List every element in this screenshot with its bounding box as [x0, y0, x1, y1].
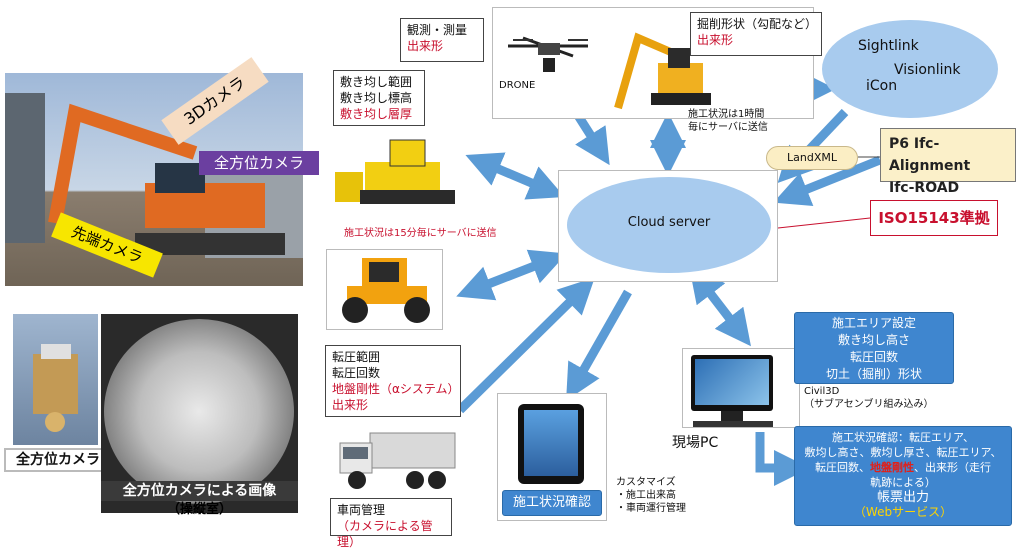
excavator-icon — [614, 32, 711, 110]
excavation-line2: 出来形 — [697, 33, 734, 47]
tablet-label: 施工状況確認 — [502, 490, 602, 516]
arrow-roller-cloud — [456, 249, 567, 301]
cloud-server — [567, 177, 771, 273]
excavator-illustration — [5, 93, 303, 258]
vehicle-box: 車両管理 （カメラによる管理） — [330, 498, 452, 549]
p6-line2: Ifc-ROAD — [889, 180, 960, 196]
pc-output-line3b: 地盤剛性 — [870, 461, 914, 474]
omni-image-caption-2: （操縦室） — [166, 502, 232, 517]
pc-settings-line1: 施工エリア設定 — [831, 316, 916, 330]
pc-output-line3: 転圧回数、地盤剛性、出来形（走行 — [799, 460, 1007, 475]
tablet-icon — [518, 404, 584, 484]
drone-label: DRONE — [499, 80, 536, 91]
p6-line1: P6 Ifc-Alignment — [889, 136, 971, 174]
customize-line3: ・車両運行管理 — [616, 503, 686, 514]
tablet-panel: 施工状況確認 — [497, 393, 607, 521]
roller-panel — [326, 249, 443, 330]
pc-panel — [682, 348, 800, 428]
pc-output-line5: 帳票出力 — [876, 490, 929, 505]
civil3d-note: Civil3D （サブアセンブリ組み込み） — [804, 385, 934, 411]
roller-icon — [342, 258, 430, 323]
vehicle-line2: （カメラによる管理） — [337, 519, 433, 549]
civil3d-line1: Civil3D — [804, 386, 840, 397]
pc-settings-line3: 転圧回数 — [849, 350, 898, 364]
survey-box: 観測・測量 出来形 — [400, 18, 484, 62]
excavator-note-line2: 毎にサーバに送信 — [688, 122, 768, 133]
excavation-box: 掘削形状（勾配など） 出来形 — [690, 12, 822, 56]
rolling-box: 転圧範囲 転圧回数 地盤剛性（αシステム） 出来形 — [325, 345, 461, 417]
excavation-line1: 掘削形状（勾配など） — [697, 17, 818, 31]
spreading-line2: 敷き均し標高 — [340, 91, 413, 105]
arrow-pc-output — [755, 432, 810, 486]
customize-line2: ・施工出来高 — [616, 490, 676, 501]
pc-output-line2: 敷均し高さ、敷均し厚さ、転圧エリア、 — [804, 446, 1002, 459]
omni-image-photo — [101, 314, 298, 513]
connector-iso — [777, 217, 871, 229]
dozer-icon — [335, 139, 455, 204]
camera-illustration — [33, 344, 78, 432]
arrow-cloud-pc — [689, 265, 751, 347]
arrow-cloud-tablet — [566, 289, 632, 401]
label-omni-camera: 全方位カメラ — [199, 151, 319, 175]
cloud-server-panel: Cloud server — [558, 170, 778, 282]
pc-output-line1: 施工状況確認：転圧エリア、 — [832, 431, 974, 444]
vehicle-line1: 車両管理 — [337, 503, 386, 517]
fisheye-view — [104, 319, 294, 504]
survey-line1: 観測・測量 — [407, 23, 468, 37]
pc-label: 現場PC — [672, 435, 719, 451]
pc-settings-line2: 敷き均し高さ — [837, 333, 910, 347]
truck-icon — [339, 432, 456, 489]
sightlink-text: Sightlink — [858, 38, 919, 54]
civil3d-line2: （サブアセンブリ組み込み） — [804, 399, 934, 410]
pc-settings-box: 施工エリア設定 敷き均し高さ 転圧回数 切土（掘削）形状 — [794, 312, 954, 384]
rolling-line4: 出来形 — [332, 398, 369, 412]
omni-image-caption-1: 全方位カメラによる画像 — [101, 481, 298, 501]
spreading-line3: 敷き均し層厚 — [340, 107, 413, 121]
drone-icon — [508, 36, 588, 72]
pc-output-line3c: 、出来形（走行 — [914, 461, 991, 474]
spreading-line1: 敷き均し範囲 — [340, 75, 413, 89]
visionlink-text: Visionlink — [894, 62, 961, 78]
icon-text: iCon — [866, 78, 898, 94]
keyboard-icon — [693, 421, 773, 427]
dozer-note: 施工状況は15分毎にサーバに送信 — [344, 228, 497, 239]
monitor-icon — [691, 355, 773, 411]
rolling-line2: 転圧回数 — [332, 366, 381, 380]
rolling-line3: 地盤剛性（αシステム） — [332, 382, 460, 396]
arrow-p6-cloud — [773, 155, 882, 207]
pc-output-line4: 軌跡による） — [870, 476, 936, 489]
arrow-truck-cloud — [456, 277, 595, 414]
p6-box: P6 Ifc-Alignment Ifc-ROAD — [880, 128, 1016, 196]
survey-line2: 出来形 — [407, 39, 444, 53]
pc-output-line6: （Webサービス） — [853, 505, 953, 519]
omni-camera-caption: 全方位カメラ — [4, 448, 112, 472]
excavator-note: 施工状況は1時間 毎にサーバに送信 — [688, 108, 788, 134]
monitor-stand — [721, 411, 743, 421]
spreading-box: 敷き均し範囲 敷き均し標高 敷き均し層厚 — [333, 70, 425, 126]
cloud-sightlink: Sightlink Visionlink iCon — [822, 20, 998, 118]
omni-camera-photo — [13, 314, 98, 445]
drone-excavator-illustration — [508, 32, 711, 110]
customize-line1: カスタマイズ — [616, 477, 676, 488]
pc-output-line3a: 転圧回数、 — [815, 461, 870, 474]
arrow-dozer-cloud — [465, 152, 565, 200]
rolling-line1: 転圧範囲 — [332, 350, 381, 364]
customize-note: カスタマイズ ・施工出来高 ・車両運行管理 — [616, 476, 686, 515]
cloud-server-label: Cloud server — [627, 215, 711, 230]
iso-box: ISO15143準拠 — [870, 200, 998, 236]
pc-output-box: 施工状況確認：転圧エリア、 敷均し高さ、敷均し厚さ、転圧エリア、 転圧回数、地盤… — [794, 426, 1012, 526]
pc-settings-line4: 切土（掘削）形状 — [825, 367, 922, 381]
excavator-note-line1: 施工状況は1時間 — [688, 109, 765, 120]
landxml-badge: LandXML — [766, 146, 858, 170]
